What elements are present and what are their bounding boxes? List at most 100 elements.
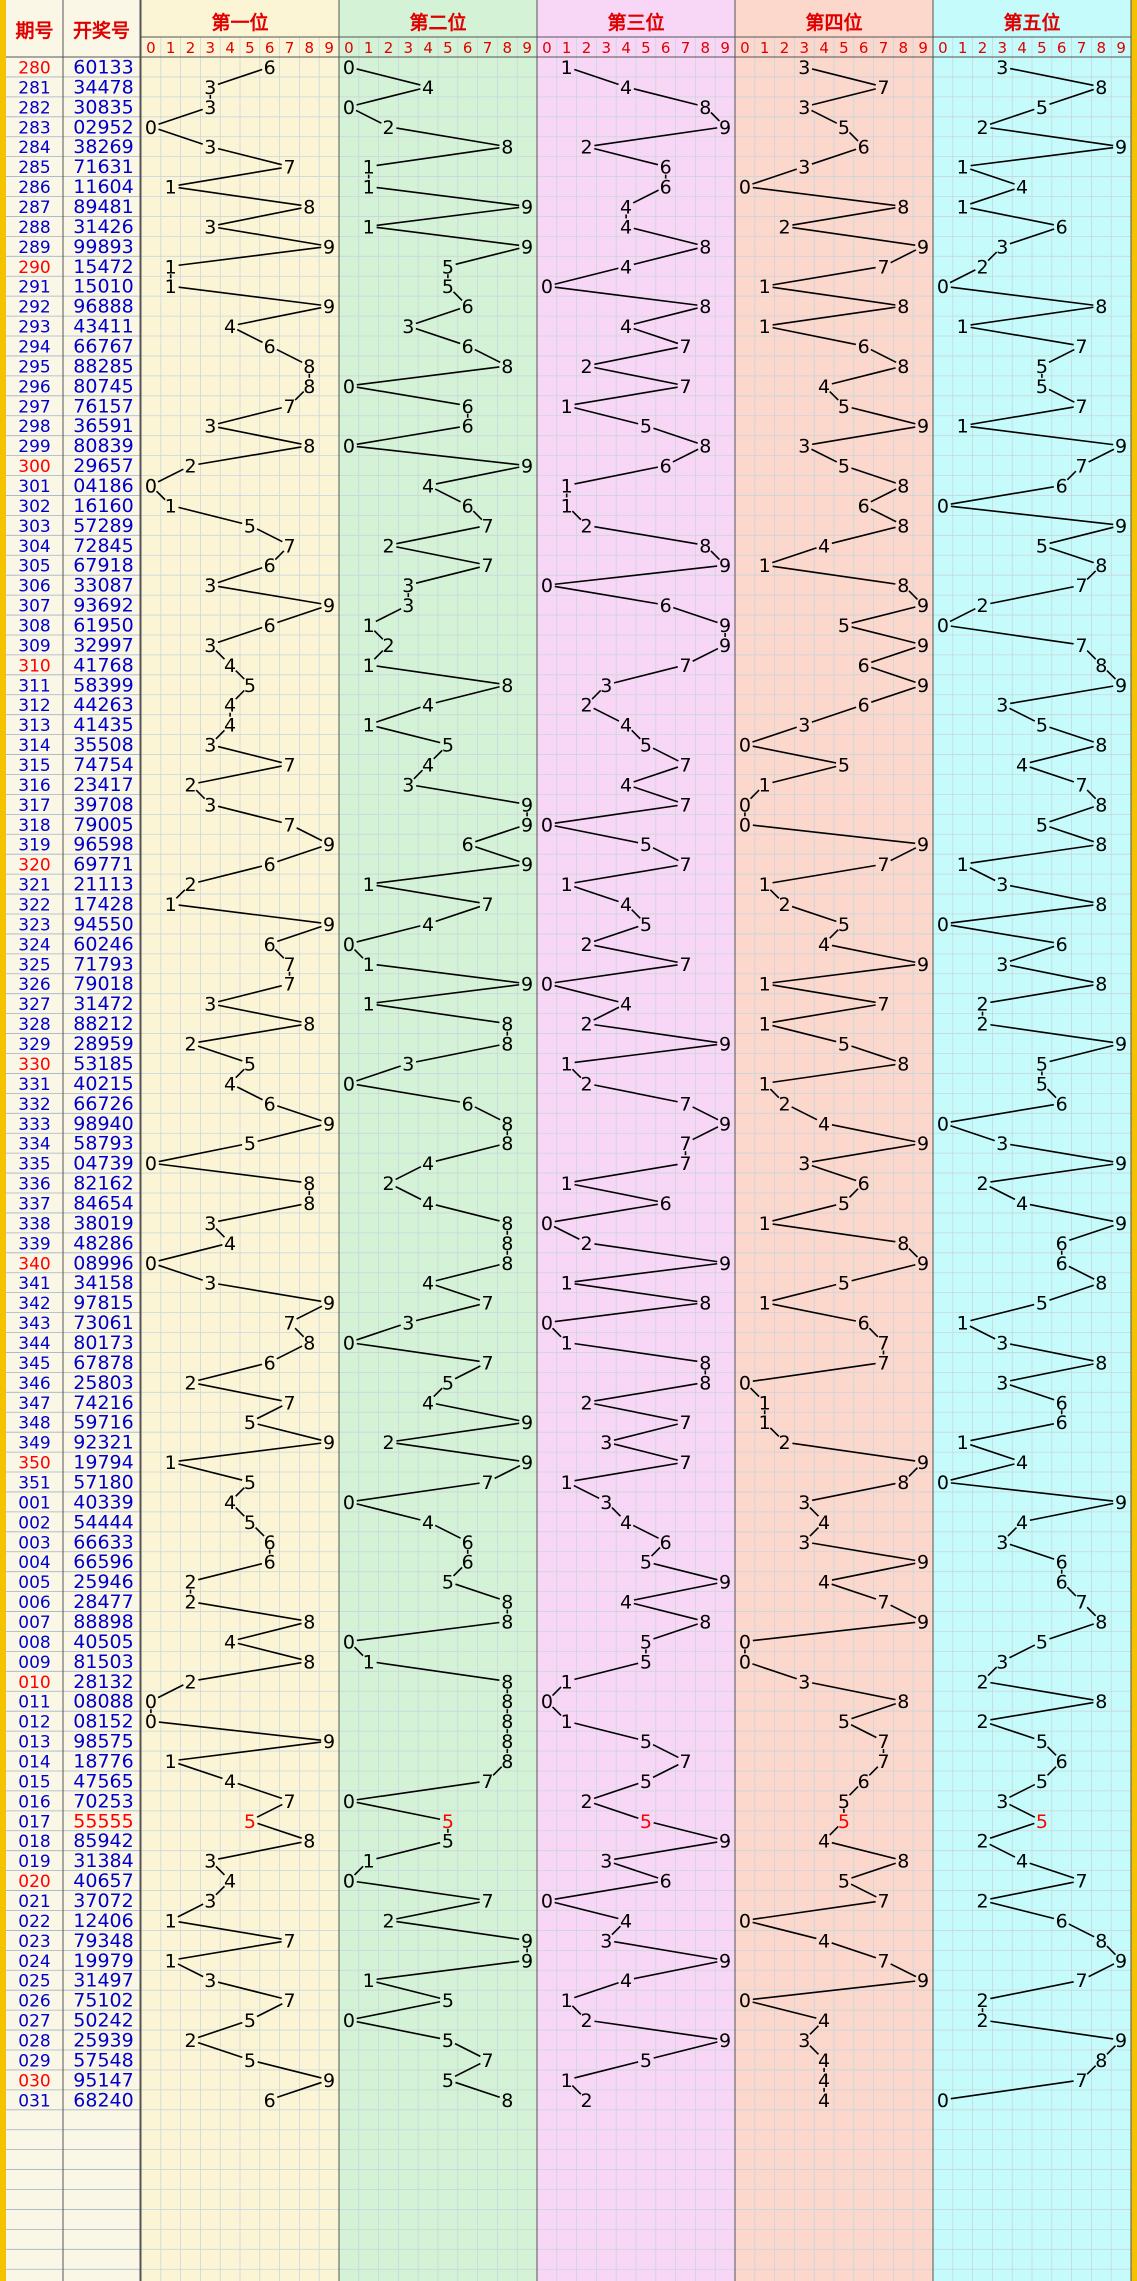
- digit-mark: 7: [877, 256, 889, 278]
- digit-mark: 8: [501, 1233, 513, 1255]
- digit-mark: 9: [719, 1831, 731, 1853]
- digit-mark: 1: [957, 316, 969, 338]
- digit-mark: 7: [877, 994, 889, 1016]
- trend-segment: [831, 1942, 877, 1959]
- digit-mark: 1: [561, 1990, 573, 2012]
- digit-mark: 1: [759, 1412, 771, 1434]
- digit-header: 8: [899, 39, 909, 57]
- digit-header: 3: [206, 39, 216, 57]
- digit-mark: 9: [323, 1113, 335, 1135]
- trend-segment: [474, 1106, 501, 1121]
- digit-mark: 9: [719, 2030, 731, 2052]
- digit-mark: 2: [580, 695, 592, 717]
- trend-segment: [990, 1901, 1055, 1920]
- position-header: 第四位: [805, 11, 862, 34]
- digit-mark: 8: [1095, 1930, 1107, 1952]
- trend-segment: [851, 406, 916, 425]
- trend-segment: [217, 1841, 302, 1860]
- digit-mark: 4: [224, 655, 236, 677]
- digit-mark: 8: [1095, 296, 1107, 318]
- trend-segment: [376, 1841, 441, 1860]
- digit-mark: 6: [264, 1532, 276, 1554]
- trend-segment: [652, 1743, 679, 1759]
- trend-segment: [415, 307, 461, 325]
- digit-mark: 8: [501, 1014, 513, 1036]
- digit-header: 6: [265, 39, 275, 57]
- digit-mark: 4: [224, 1233, 236, 1255]
- digit-mark: 2: [184, 1592, 196, 1614]
- digit-mark: 3: [798, 1532, 810, 1554]
- digit-mark: 5: [1036, 1771, 1048, 1793]
- winning-number: 69771: [73, 854, 133, 876]
- trend-segment: [594, 346, 678, 366]
- digit-mark: 3: [204, 735, 216, 757]
- digit-mark: 5: [1036, 1073, 1048, 1095]
- digit-mark: 3: [204, 77, 216, 99]
- winning-number: 85942: [73, 1830, 133, 1852]
- issue-label: 301: [18, 477, 50, 497]
- digit-mark: 8: [897, 475, 909, 497]
- issue-label: 283: [18, 118, 50, 138]
- digit-mark: 9: [521, 794, 533, 816]
- trend-segment: [356, 1482, 480, 1502]
- trend-segment: [831, 1583, 877, 1600]
- digit-mark: 7: [679, 655, 691, 677]
- digit-mark: 5: [442, 276, 454, 298]
- digit-mark: 4: [818, 376, 830, 398]
- trend-segment: [908, 1467, 919, 1477]
- issue-label: 316: [18, 776, 50, 796]
- digit-mark: 5: [1036, 715, 1048, 737]
- trend-segment: [215, 1228, 226, 1238]
- trend-segment: [970, 844, 1094, 864]
- issue-label: 303: [18, 517, 50, 537]
- digit-mark: 4: [224, 695, 236, 717]
- trend-segment: [571, 1068, 582, 1079]
- digit-mark: 2: [382, 117, 394, 139]
- digit-mark: 1: [561, 1173, 573, 1195]
- trend-segment: [1049, 526, 1114, 545]
- trend-segment: [831, 367, 896, 385]
- digit-mark: 9: [521, 196, 533, 218]
- digit-mark: 0: [145, 1153, 157, 1175]
- trend-segment: [177, 1903, 204, 1918]
- winning-number: 93692: [73, 595, 133, 617]
- winning-number: 39708: [73, 794, 133, 816]
- digit-mark: 3: [996, 695, 1008, 717]
- digit-mark: 8: [897, 515, 909, 537]
- digit-header: 5: [443, 39, 453, 57]
- issue-label: 347: [18, 1394, 50, 1414]
- digit-mark: 4: [620, 77, 632, 99]
- digit-marks-2: 0402811919556368066094672733121841543996…: [343, 57, 533, 2112]
- trend-segment: [890, 1604, 917, 1619]
- digit-mark: 8: [699, 97, 711, 119]
- trend-segment: [157, 468, 184, 483]
- trend-segment: [950, 924, 1054, 944]
- digit-header: 7: [681, 39, 691, 57]
- trend-segment: [990, 127, 1114, 147]
- digit-mark: 6: [264, 1352, 276, 1374]
- trend-segment: [376, 884, 480, 904]
- winning-number: 99893: [73, 236, 133, 258]
- digit-mark: 7: [679, 755, 691, 777]
- digit-mark: 5: [1036, 97, 1048, 119]
- trend-segment: [749, 789, 760, 800]
- trend-segment: [554, 565, 718, 586]
- digit-mark: 9: [917, 635, 929, 657]
- issue-label: 321: [18, 876, 50, 896]
- digit-mark: 6: [1056, 1253, 1068, 1275]
- trend-segment: [452, 1566, 463, 1577]
- digit-mark: 5: [442, 1811, 454, 1833]
- digit-mark: 2: [580, 137, 592, 159]
- winning-number: 28132: [73, 1671, 133, 1693]
- trend-segment: [415, 1044, 500, 1063]
- winning-number: 43411: [73, 316, 133, 338]
- digit-mark: 8: [303, 436, 315, 458]
- winning-number: 33087: [73, 575, 133, 597]
- trend-segment: [571, 2085, 582, 2095]
- trend-segment: [870, 348, 897, 364]
- digit-mark: 1: [165, 256, 177, 278]
- digit-mark: 6: [858, 1173, 870, 1195]
- digit-mark: 0: [145, 1691, 157, 1713]
- digit-header: 9: [324, 39, 334, 57]
- issue-label: 317: [18, 796, 50, 816]
